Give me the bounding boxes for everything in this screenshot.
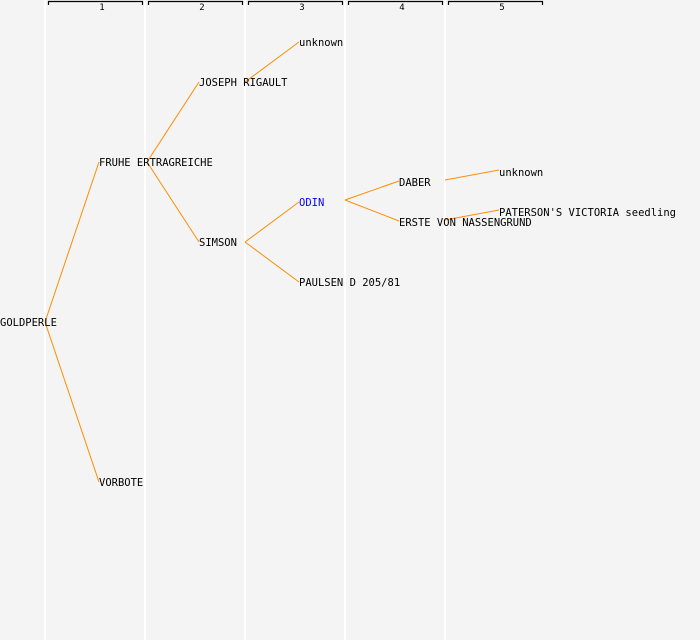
- header-bracket: [147, 0, 244, 5]
- generation-header-1: 1: [99, 3, 104, 13]
- header-bracket: [447, 0, 544, 5]
- node-gen3-c[interactable]: PAULSEN D 205/81: [299, 277, 400, 289]
- link: [344, 180, 400, 201]
- link: [344, 199, 400, 222]
- generation-header-5: 5: [499, 3, 504, 13]
- column-separators: [44, 0, 446, 640]
- node-gen5-b[interactable]: PATERSON'S VICTORIA seedling: [499, 207, 676, 219]
- header-bracket: [247, 0, 344, 5]
- links: [44, 41, 500, 483]
- link: [444, 169, 500, 181]
- link: [244, 201, 300, 243]
- node-gen3-b[interactable]: ODIN: [299, 197, 324, 209]
- generation-headers: 1 2 3 4 5: [47, 0, 544, 13]
- link: [146, 81, 200, 163]
- node-gen2-top[interactable]: JOSEPH RIGAULT: [199, 77, 288, 89]
- generation-header-3: 3: [299, 3, 304, 13]
- node-gen5-a[interactable]: unknown: [499, 167, 543, 179]
- link: [146, 161, 200, 243]
- nodes: GOLDPERLE FRUHE ERTRAGREICHE VORBOTE JOS…: [0, 37, 676, 489]
- node-gen4-b[interactable]: ERSTE VON NASSENGRUND: [399, 217, 532, 229]
- generation-header-2: 2: [199, 3, 204, 13]
- link: [244, 41, 300, 83]
- link: [44, 321, 100, 483]
- link: [244, 241, 300, 283]
- node-gen4-a[interactable]: DABER: [399, 177, 431, 189]
- link: [44, 161, 100, 323]
- node-gen1-bottom[interactable]: VORBOTE: [99, 477, 143, 489]
- link: [444, 209, 500, 221]
- node-gen3-a[interactable]: unknown: [299, 37, 343, 49]
- node-gen2-bottom[interactable]: SIMSON: [199, 237, 237, 249]
- header-bracket: [47, 0, 144, 5]
- generation-header-4: 4: [399, 3, 404, 13]
- node-gen1-top[interactable]: FRUHE ERTRAGREICHE: [99, 157, 213, 169]
- node-root[interactable]: GOLDPERLE: [0, 317, 57, 329]
- header-bracket: [347, 0, 444, 5]
